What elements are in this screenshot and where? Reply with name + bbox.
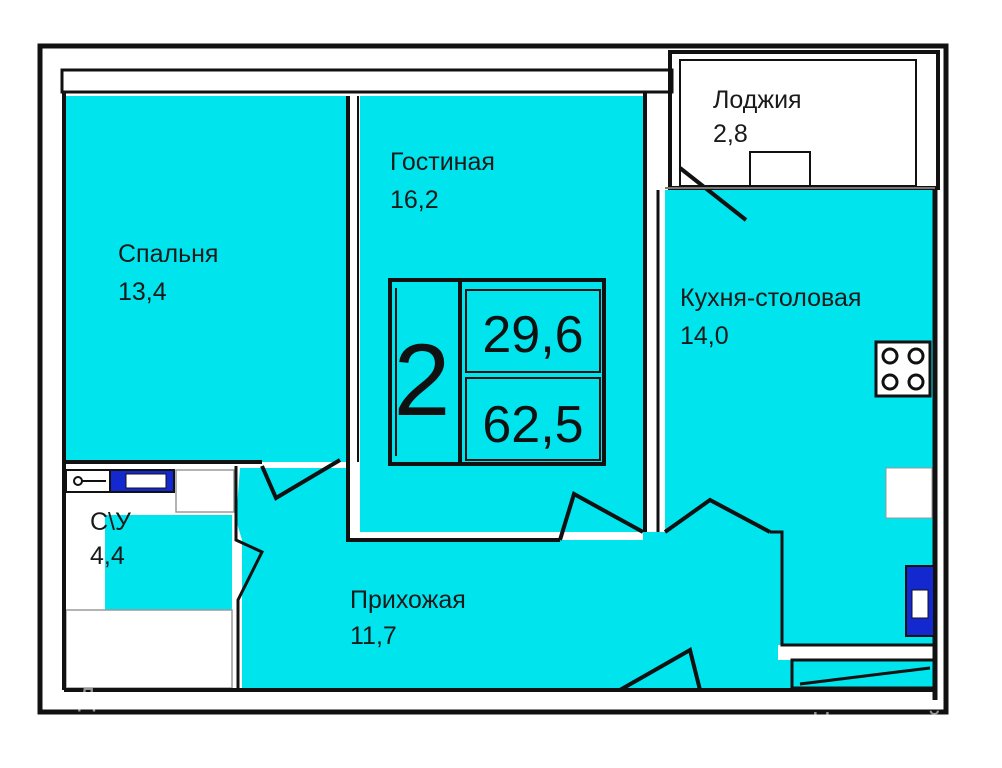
doors [260, 166, 935, 692]
walls [37, 43, 949, 715]
loggia-area: 2,8 [713, 120, 748, 148]
watermark-right: Новострой-М [812, 706, 972, 736]
bathroom-right-wall [234, 466, 265, 690]
bedroom-area: 13,4 [118, 278, 167, 306]
rooms-count: 2 [394, 323, 451, 437]
loggia-window [749, 151, 811, 187]
kitchen-niche [790, 658, 937, 690]
summary-box: 2 29,6 62,5 [388, 278, 606, 466]
room-fills [66, 96, 935, 690]
kitchen-area: 14,0 [680, 322, 729, 350]
loggia-name: Лоджия [713, 86, 802, 114]
kitchen-door [663, 497, 771, 534]
living-area: 29,6 [482, 306, 583, 364]
summary-box-frame [388, 278, 606, 466]
living-room-name: Гостиная [390, 148, 495, 176]
living-bottom-wall [346, 462, 560, 542]
entrance-door [619, 646, 702, 692]
bedroom-name: Спальня [118, 240, 218, 268]
bathroom-upper-cabinet [175, 469, 235, 513]
bathroom-lower-cabinet [65, 609, 233, 689]
bedroom-door [260, 458, 342, 501]
bathroom-name: С\У [90, 508, 131, 536]
balcony-door [678, 166, 748, 222]
hallway-area: 11,7 [350, 622, 397, 650]
kitchen-sink-icon [905, 565, 935, 637]
niche-slope [799, 666, 931, 686]
outer-wall-inner [60, 68, 674, 94]
living-door [558, 491, 644, 541]
room-labels: Лоджия 2,8 Гостиная 16,2 Спальня 13,4 Ку… [90, 86, 861, 650]
outer-wall [37, 43, 949, 715]
loggia-fill [680, 62, 916, 186]
living-room-area: 16,2 [390, 186, 439, 214]
hallway-name: Прихожая [350, 586, 466, 614]
fixtures [65, 62, 933, 689]
bathroom-area: 4,4 [90, 542, 125, 570]
watermark-left: Домклик [78, 682, 182, 712]
total-area: 62,5 [482, 396, 583, 454]
bathroom-fill [105, 515, 232, 610]
kitchen-name: Кухня-столовая [680, 284, 861, 312]
kitchen-bottom-wall [770, 530, 935, 647]
hallway-fill [236, 468, 935, 690]
stove-icon [874, 340, 932, 398]
bedroom-fill [66, 96, 348, 462]
kitchen-fridge [885, 467, 933, 519]
bathtub-icon [65, 469, 175, 493]
